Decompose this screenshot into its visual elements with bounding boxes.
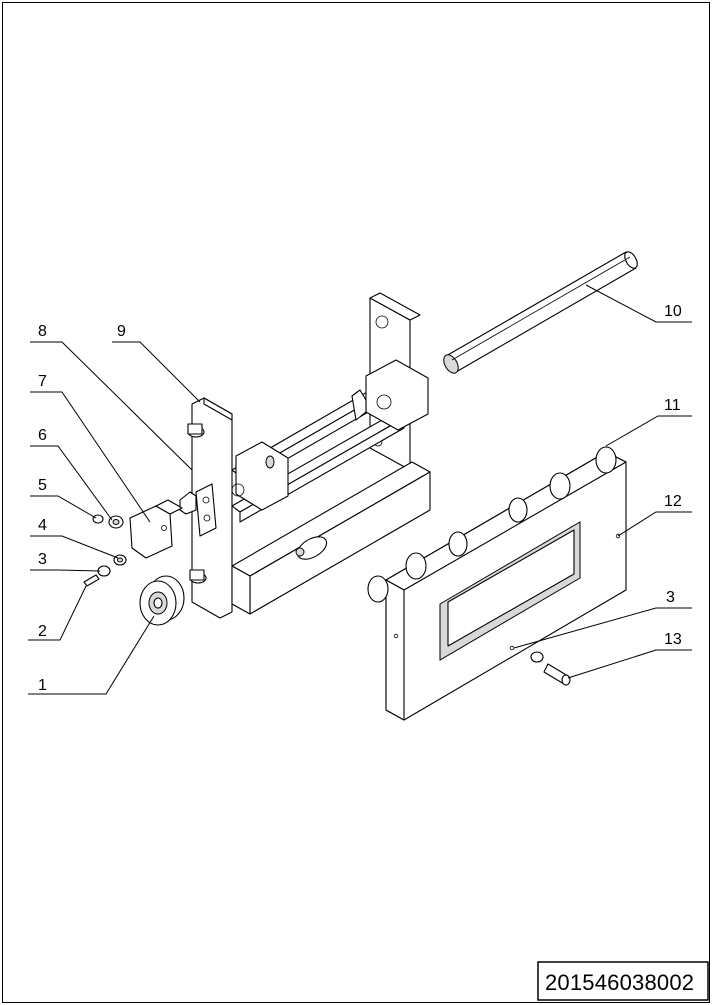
part-8-bracket — [179, 483, 217, 537]
callout-4: 4 — [38, 517, 47, 534]
callout-2: 2 — [38, 623, 47, 640]
callout-labels: 10 9 8 7 6 5 4 3 2 1 11 12 3 13 — [38, 303, 682, 694]
callout-11: 11 — [664, 397, 681, 414]
callout-3: 3 — [38, 551, 47, 568]
part-4-washer — [113, 554, 127, 566]
callout-3-second: 3 — [666, 589, 675, 606]
drawing-number: 201546038002 — [545, 970, 694, 995]
callout-6: 6 — [38, 427, 47, 444]
callout-13: 13 — [664, 631, 682, 648]
callout-12: 12 — [664, 493, 682, 510]
part-9-frame — [187, 292, 431, 619]
callout-7: 7 — [38, 373, 47, 390]
callout-10: 10 — [664, 303, 682, 320]
callout-5: 5 — [38, 477, 47, 494]
callout-8: 8 — [38, 323, 47, 340]
part-13-bolt — [543, 663, 571, 686]
hinge-loops — [367, 446, 617, 603]
part-3-washer-second — [530, 651, 544, 663]
part-2-bolt — [83, 574, 100, 587]
drawing-number-box: 201546038002 — [537, 961, 709, 1001]
part-1-wheel — [139, 575, 185, 626]
leader-lines — [28, 284, 692, 695]
part-12-plate — [367, 446, 627, 721]
part-10-shaft — [443, 251, 638, 374]
part-6-bushing — [108, 515, 124, 529]
part-7-angle-plate — [129, 499, 183, 559]
callout-9: 9 — [117, 323, 126, 340]
part-5-nut — [92, 514, 104, 524]
callout-1: 1 — [38, 677, 47, 694]
